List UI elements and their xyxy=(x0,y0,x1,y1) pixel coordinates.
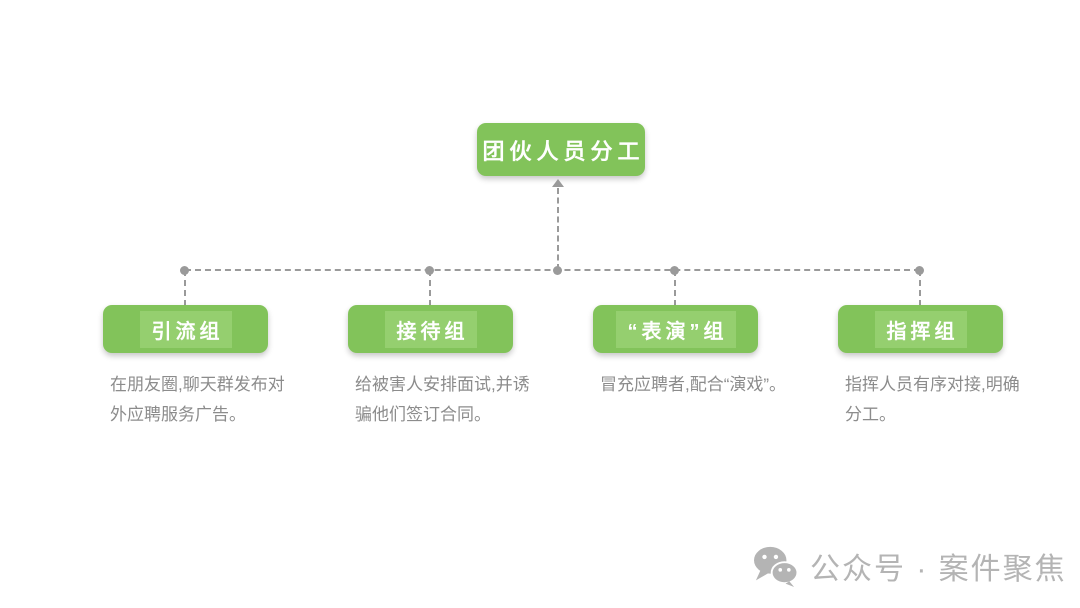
connector-center-vertical xyxy=(557,188,559,270)
group-description-traffic: 在朋友圈,聊天群发布对 外应聘服务广告。 xyxy=(110,375,285,424)
connector-branch-vertical xyxy=(674,270,676,306)
root-node-label: 团伙人员分工 xyxy=(482,138,645,164)
wechat-logo-icon xyxy=(754,546,798,587)
group-node-label: 接待组 xyxy=(384,310,477,348)
connector-horizontal xyxy=(185,269,920,271)
group-node-performance: “表演”组 xyxy=(593,305,758,353)
group-node-command: 指挥组 xyxy=(838,305,1003,353)
watermark-text: 公众号 · 案件聚焦 xyxy=(810,553,1067,586)
group-description-reception: 给被害人安排面试,并诱 骗他们签订合同。 xyxy=(355,375,530,424)
group-node-label: 引流组 xyxy=(139,310,232,348)
group-node-reception: 接待组 xyxy=(348,305,513,353)
group-node-traffic: 引流组 xyxy=(103,305,268,353)
connector-branch-vertical xyxy=(429,270,431,306)
connector-branch-vertical xyxy=(184,270,186,306)
group-description-command: 指挥人员有序对接,明确 分工。 xyxy=(845,375,1020,424)
watermark: 公众号 · 案件聚焦 xyxy=(752,544,1067,588)
connector-arrow-up-icon xyxy=(552,179,564,187)
connector-branch-vertical xyxy=(919,270,921,306)
group-description-performance: 冒充应聘者,配合“演戏”。 xyxy=(600,375,787,394)
group-node-label: 指挥组 xyxy=(874,310,967,348)
group-node-label: “表演”组 xyxy=(615,310,736,348)
root-node: 团伙人员分工 xyxy=(477,123,645,176)
connector-dot xyxy=(553,266,562,275)
